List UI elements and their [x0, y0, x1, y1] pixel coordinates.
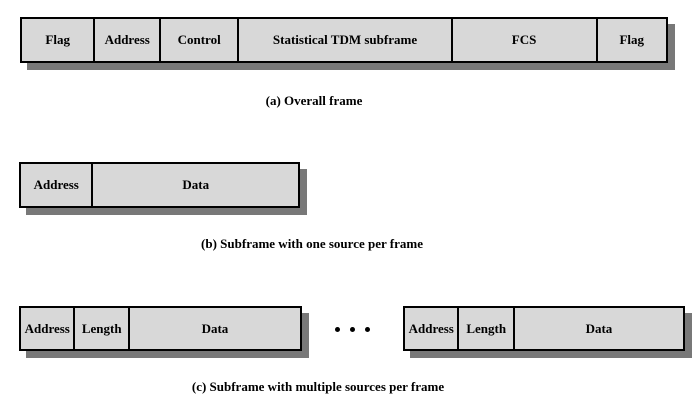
cell-label: Length: [81, 320, 122, 336]
overall-frame-cell-fcs: FCS: [453, 19, 598, 61]
multi-source-left-cell-length: Length: [75, 308, 130, 349]
overall-frame-cell-control: Control: [161, 19, 240, 61]
cell-label: Flag: [45, 32, 70, 47]
caption-multi-source-subframe: (c) Subframe with multiple sources per f…: [191, 379, 445, 394]
overall-frame-cell-address: Address: [95, 19, 162, 61]
overall-frame-box: Flag Address Control Statistical TDM sub…: [20, 17, 668, 63]
cell-label: Data: [182, 177, 210, 192]
overall-frame-cell-statistical-tdm-subframe: Statistical TDM subframe: [239, 19, 453, 61]
cell-label: Statistical TDM subframe: [272, 32, 418, 47]
cell-label: Address: [408, 320, 454, 336]
ellipsis-dot: [350, 327, 355, 332]
one-source-subframe-box: Address Data: [19, 162, 300, 208]
cell-label: Address: [24, 320, 70, 336]
one-source-cell-data: Data: [93, 164, 298, 206]
cell-label: Address: [104, 32, 150, 47]
one-source-cell-address: Address: [21, 164, 94, 206]
caption-one-source-subframe: (b) Subframe with one source per frame: [201, 236, 423, 251]
multi-source-left-cell-data: Data: [130, 308, 300, 349]
cell-label: Control: [177, 32, 221, 47]
ellipsis-dots-icon: [302, 326, 403, 333]
multi-source-right-cell-data: Data: [515, 308, 683, 349]
caption-overall-frame: (a) Overall frame: [265, 93, 363, 108]
cell-label: Data: [201, 320, 229, 336]
overall-frame-cell-flag-end: Flag: [598, 19, 666, 61]
multi-source-right-cell-length: Length: [459, 308, 515, 349]
cell-label: FCS: [511, 32, 537, 47]
ellipsis-dot: [335, 327, 340, 332]
cell-label: Length: [466, 320, 507, 336]
overall-frame-cell-flag-start: Flag: [22, 19, 96, 61]
cell-label: Address: [33, 177, 79, 192]
multi-source-subframe-box-left: Address Length Data: [19, 306, 302, 351]
multi-source-subframe-box-right: Address Length Data: [403, 306, 685, 351]
cell-label: Flag: [619, 32, 645, 47]
ellipsis-dot: [365, 327, 370, 332]
multi-source-right-cell-address: Address: [405, 308, 460, 349]
cell-label: Data: [585, 320, 613, 336]
multi-source-left-cell-address: Address: [21, 308, 76, 349]
